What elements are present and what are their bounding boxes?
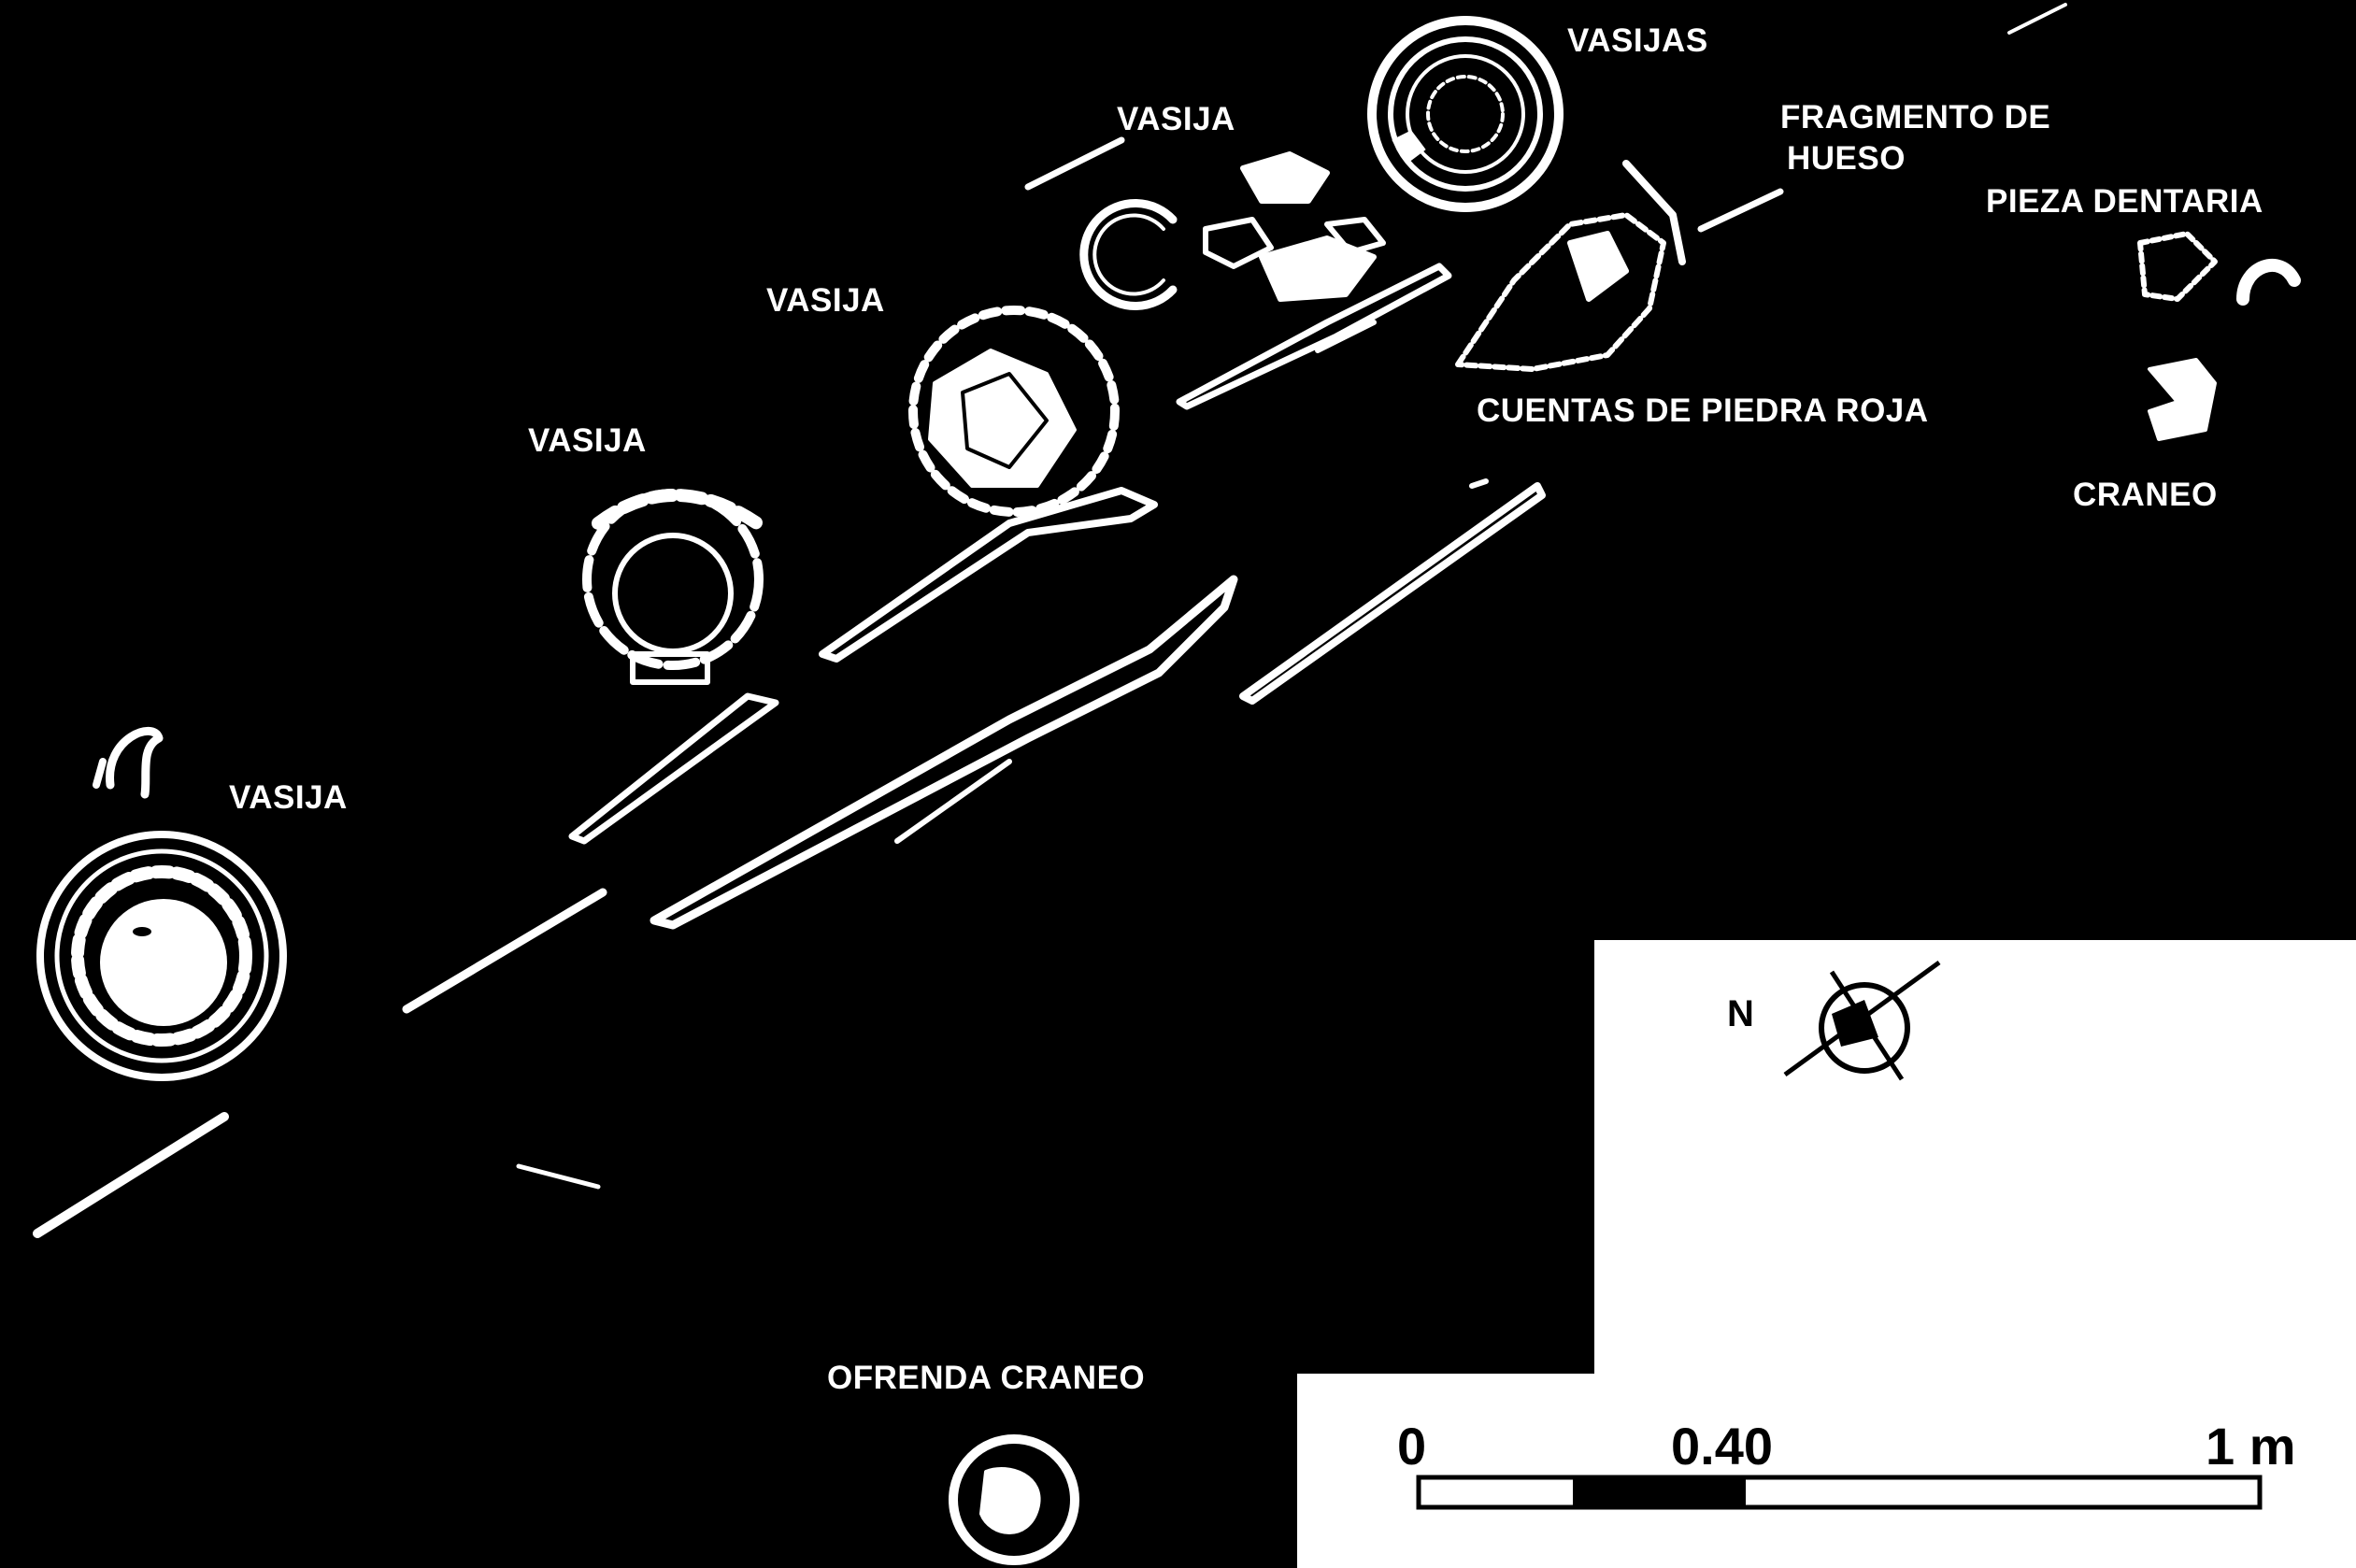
tooth-and-skull [2137, 231, 2301, 441]
label-offering-skull: OFRENDA CRANEO [827, 1360, 1146, 1396]
scale-label-start: 0 [1397, 1417, 1427, 1475]
label-vessel-upper: VASIJA [1117, 101, 1235, 137]
vessel-center [908, 306, 1120, 517]
long-bone [568, 692, 779, 845]
label-tooth: PIEZA DENTARIA [1986, 183, 2263, 220]
label-vessel-mid-left: VASIJA [528, 422, 647, 459]
grave-outline-segment [33, 1112, 229, 1238]
label-bone-fragment-line2: HUESO [1787, 140, 1906, 177]
forearm-bone-lower [1315, 320, 1377, 353]
grave-outline-segment [2007, 3, 2067, 35]
scale-label-end: 1 m [2206, 1417, 2296, 1475]
scale-label-mid: 0.40 [1671, 1417, 1773, 1475]
scale-bar [1416, 1475, 2263, 1510]
label-skull: CRANEO [2073, 477, 2218, 513]
legend-panel-extension [1297, 1374, 1596, 1568]
label-vessel-far-left: VASIJA [229, 779, 348, 816]
bone-fragment-cluster [1455, 160, 1686, 372]
small-fragment [1469, 478, 1489, 489]
offering-skull [949, 1434, 1079, 1565]
vessel-mid-left [582, 489, 764, 685]
label-bone-fragment-line1: FRAGMENTO DE [1780, 99, 2051, 135]
grave-outline-segment [1697, 188, 1784, 233]
vessel-far-left [36, 726, 287, 1081]
vessels-concentric [1367, 16, 1564, 212]
label-vessels: VASIJAS [1567, 22, 1708, 59]
fragment-cluster [1203, 151, 1386, 302]
tibia [650, 575, 1238, 930]
north-label: N [1727, 993, 1754, 1034]
femur [819, 487, 1158, 663]
label-red-stone-beads: CUENTAS DE PIEDRA ROJA [1477, 392, 1929, 429]
fibula [894, 759, 1012, 844]
label-vessel-center: VASIJA [766, 282, 885, 319]
grave-outline-segment [1024, 136, 1125, 191]
vessel-upper [1079, 199, 1178, 310]
long-bone-right [1239, 482, 1546, 705]
north-arrow-icon [1783, 960, 1941, 1081]
grave-outline-segment [402, 888, 607, 1014]
forearm-bone [1176, 263, 1452, 410]
grave-outline-segment [516, 1163, 601, 1190]
legend-panel [1594, 940, 2356, 1568]
